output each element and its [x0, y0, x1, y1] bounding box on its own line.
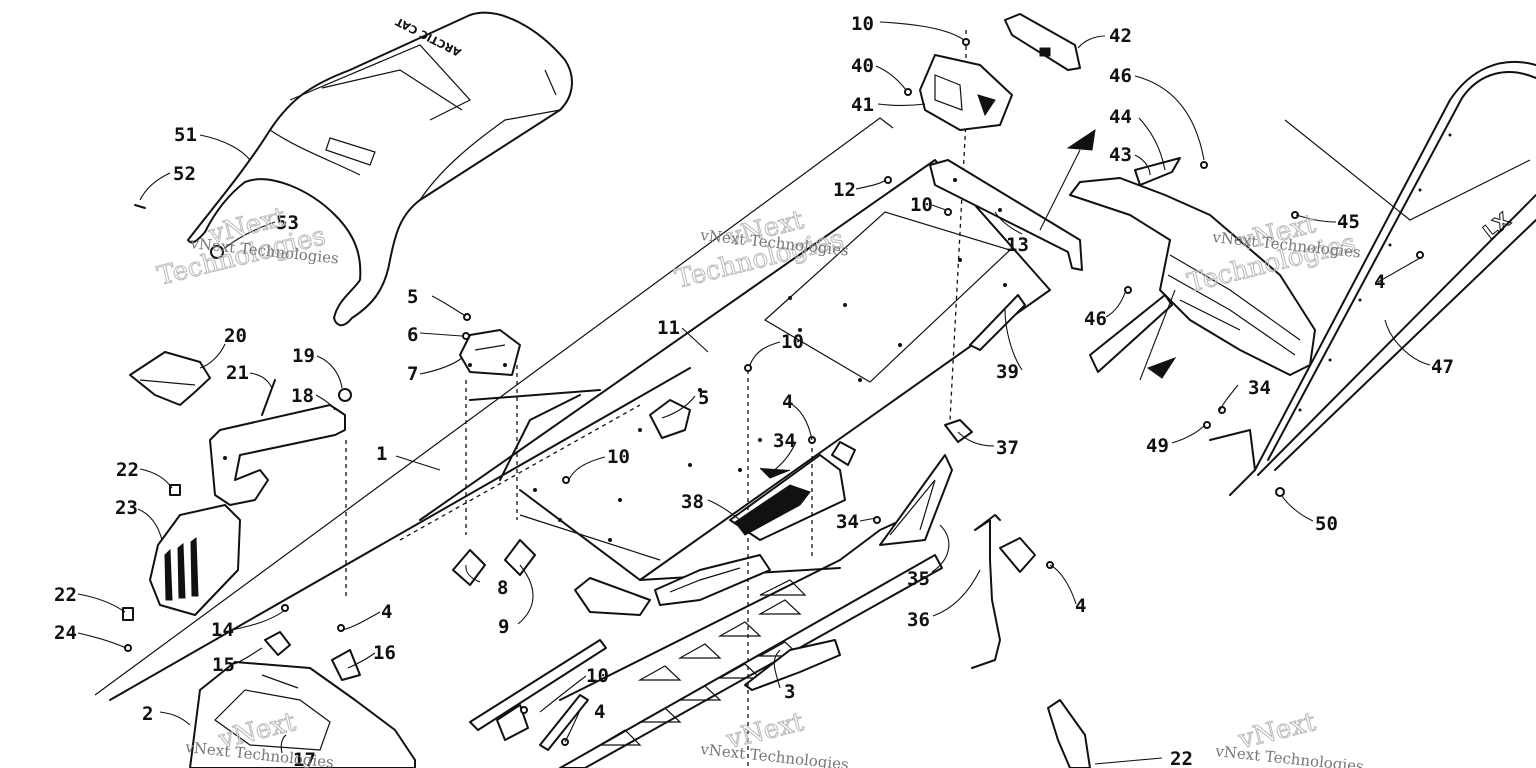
callout-10c: 10: [781, 331, 804, 353]
callout-4d: 4: [1075, 595, 1086, 617]
callout-46a: 46: [1109, 65, 1132, 87]
callout-23: 23: [115, 497, 138, 519]
callout-14: 14: [211, 619, 234, 641]
callout-49: 49: [1146, 435, 1169, 457]
foot-bracket: [574, 554, 771, 616]
brace-bars: [469, 639, 607, 751]
callout-8: 8: [497, 577, 508, 599]
tunnel-side-strip: [109, 367, 691, 701]
callout-19: 19: [292, 345, 315, 367]
callout-39: 39: [996, 361, 1019, 383]
callout-13: 13: [1006, 234, 1029, 256]
watermark-text: vNext Technologies: [1214, 742, 1365, 768]
callout-35: 35: [907, 568, 930, 590]
callout-34c: 34: [1248, 377, 1271, 399]
callout-22a: 22: [116, 459, 139, 481]
callout-24: 24: [54, 622, 77, 644]
callout-50: 50: [1315, 513, 1338, 535]
callout-18: 18: [291, 385, 314, 407]
side-bracket: [879, 454, 953, 546]
callout-45: 45: [1337, 211, 1360, 233]
callout-4c: 4: [1374, 271, 1385, 293]
callout-10d: 10: [607, 446, 630, 468]
callout-5b: 5: [698, 387, 709, 409]
callout-16: 16: [373, 642, 396, 664]
callout-12: 12: [833, 179, 856, 201]
center-mount-bracket: [459, 329, 521, 376]
bumper-badge-text: LX: [1478, 207, 1515, 244]
callout-10e: 10: [586, 665, 609, 687]
callout-43: 43: [1109, 144, 1132, 166]
center-bracket: [729, 454, 846, 541]
left-hardware: [122, 204, 352, 652]
seat-part: ARCTIC CAT: [187, 11, 573, 327]
handle-cover: [129, 351, 211, 406]
callout-11: 11: [657, 317, 680, 339]
callout-1: 1: [376, 443, 387, 465]
callout-52: 52: [173, 163, 196, 185]
callout-46b: 46: [1084, 308, 1107, 330]
reflector: [969, 294, 1026, 351]
callout-4e: 4: [782, 391, 793, 413]
callout-36: 36: [907, 609, 930, 631]
slide-rail: [559, 554, 943, 768]
callout-21: 21: [226, 362, 249, 384]
top-rail-bracket: [929, 159, 1083, 271]
grab-handle: [209, 404, 346, 506]
rear-brackets: [919, 13, 1081, 131]
callout-10a: 10: [851, 13, 874, 35]
callout-labels: 1 2 3 4 4 4 4 4 5 5 6 7 8 9 10 10 10 10 …: [54, 13, 1454, 768]
callout-9: 9: [498, 616, 509, 638]
rear-bumper-plate: [189, 661, 416, 768]
callout-42: 42: [1109, 25, 1132, 47]
fasteners: [281, 38, 1424, 746]
callout-44: 44: [1109, 106, 1132, 128]
callout-5a: 5: [407, 286, 418, 308]
callout-53: 53: [276, 212, 299, 234]
callout-20: 20: [224, 325, 247, 347]
callout-3: 3: [784, 681, 795, 703]
tunnel-holes: [533, 258, 1007, 542]
callout-37: 37: [996, 437, 1019, 459]
callout-47: 47: [1431, 356, 1454, 378]
callout-34a: 34: [773, 430, 796, 452]
callout-22c: 22: [1170, 748, 1193, 768]
washers: [452, 399, 1036, 586]
leader-lines: [77, 21, 1431, 765]
callout-34b: 34: [836, 511, 859, 533]
side-step-plate: [149, 504, 241, 616]
callout-51: 51: [174, 124, 197, 146]
lower-mounts: [264, 631, 361, 681]
callout-2: 2: [142, 703, 153, 725]
callout-10b: 10: [910, 194, 933, 216]
callout-4a: 4: [381, 601, 392, 623]
callout-40: 40: [851, 55, 874, 77]
callout-22b: 22: [54, 584, 77, 606]
callout-41: 41: [851, 94, 874, 116]
callout-4b: 4: [594, 701, 605, 723]
callout-38: 38: [681, 491, 704, 513]
lower-right-bracket: [1047, 699, 1091, 768]
direction-arrows: [1039, 128, 1177, 381]
callout-7: 7: [407, 363, 418, 385]
cable: [971, 514, 1001, 669]
callout-17: 17: [293, 749, 316, 768]
callout-15: 15: [212, 654, 235, 676]
callout-6: 6: [407, 324, 418, 346]
